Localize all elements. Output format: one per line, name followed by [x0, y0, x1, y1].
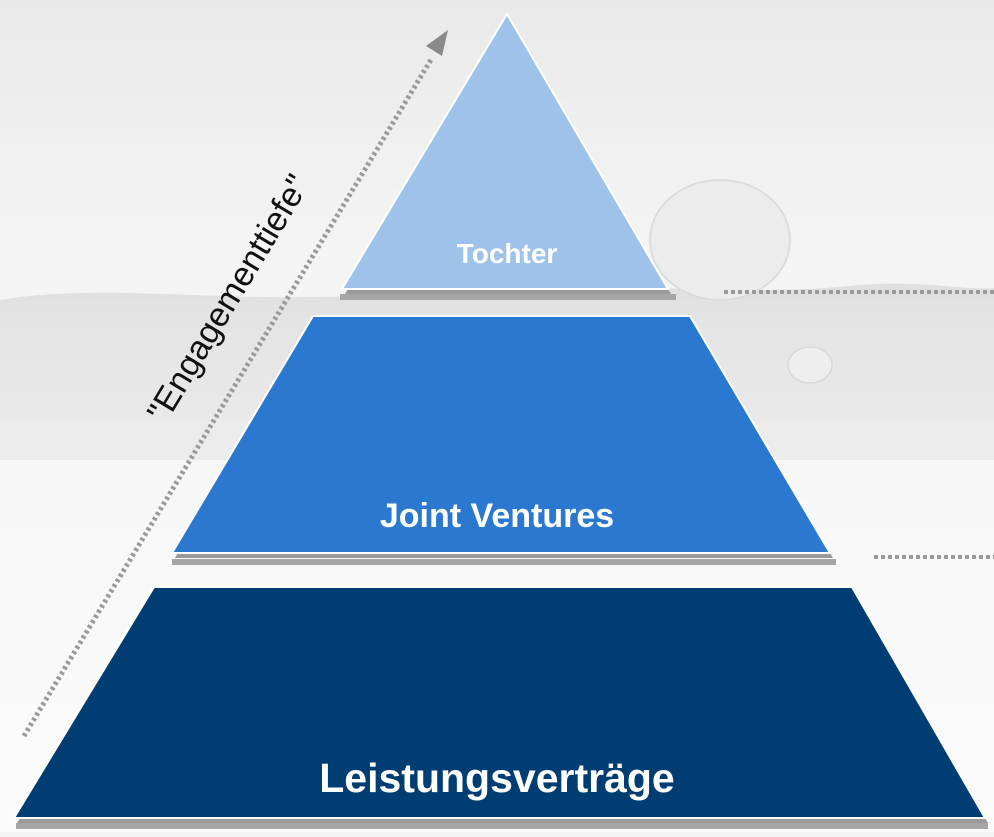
level-label-leistungsvertraege: Leistungsverträge [319, 755, 674, 801]
pyramid-level-tochter [340, 12, 670, 290]
level-label-joint-ventures: Joint Ventures [380, 497, 614, 535]
pyramid-level-leistungsvertraege [12, 586, 987, 819]
satellite-dish-small-icon [787, 346, 833, 384]
engagement-arrow-head-icon [426, 30, 448, 56]
satellite-dish-icon [649, 179, 791, 301]
pyramid-level-joint-ventures [170, 315, 832, 554]
level-label-tochter: Tochter [457, 238, 558, 269]
